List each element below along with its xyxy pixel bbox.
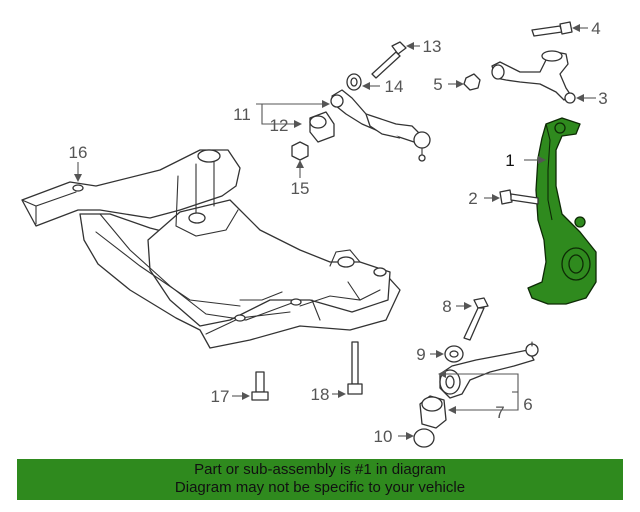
banner-line-1: Part or sub-assembly is #1 in diagram <box>194 461 446 478</box>
lower-link-6-drawing <box>439 341 539 399</box>
notice-banner: Part or sub-assembly is #1 in diagram Di… <box>17 459 623 500</box>
banner-line-2: Diagram may not be specific to your vehi… <box>174 479 466 496</box>
callout-5: 5 <box>433 75 442 94</box>
callout-12: 12 <box>270 116 289 135</box>
bolt-13-drawing <box>371 41 407 79</box>
bolt-2-drawing <box>499 189 539 205</box>
callout-3: 3 <box>598 89 607 108</box>
upper-link-3-drawing <box>491 50 576 104</box>
washer-14-drawing <box>346 73 362 91</box>
callout-13: 13 <box>423 37 442 56</box>
nut-15-drawing <box>291 141 309 161</box>
cap-10-drawing <box>413 428 435 448</box>
callout-labels: 1 2 3 4 5 6 7 8 9 10 11 12 13 14 15 16 1… <box>69 19 608 446</box>
front-crossmember-drawing <box>21 149 401 349</box>
callout-7: 7 <box>495 403 504 422</box>
callout-17: 17 <box>211 387 230 406</box>
bolt-4-drawing <box>531 21 573 37</box>
washer-9-drawing <box>444 345 464 363</box>
callout-1: 1 <box>505 151 514 170</box>
bushing-7-drawing <box>419 395 447 429</box>
callout-4: 4 <box>591 19 600 38</box>
bolt-8-drawing <box>463 297 489 341</box>
callout-8: 8 <box>442 297 451 316</box>
callout-2: 2 <box>468 189 477 208</box>
callout-10: 10 <box>374 427 393 446</box>
bushing-12-drawing <box>309 111 335 143</box>
leader-lines <box>74 24 596 440</box>
callout-9: 9 <box>416 345 425 364</box>
callout-15: 15 <box>291 179 310 198</box>
bolt-17-drawing <box>251 371 269 401</box>
callout-18: 18 <box>311 385 330 404</box>
callout-6: 6 <box>523 395 532 414</box>
bolt-18-drawing <box>347 341 363 395</box>
steering-knuckle-1-drawing <box>527 117 597 305</box>
callout-16: 16 <box>69 143 88 162</box>
callout-14: 14 <box>385 77 404 96</box>
nut-5-drawing <box>463 73 481 91</box>
callout-11: 11 <box>233 105 251 124</box>
upper-control-arm-drawing <box>330 89 431 162</box>
